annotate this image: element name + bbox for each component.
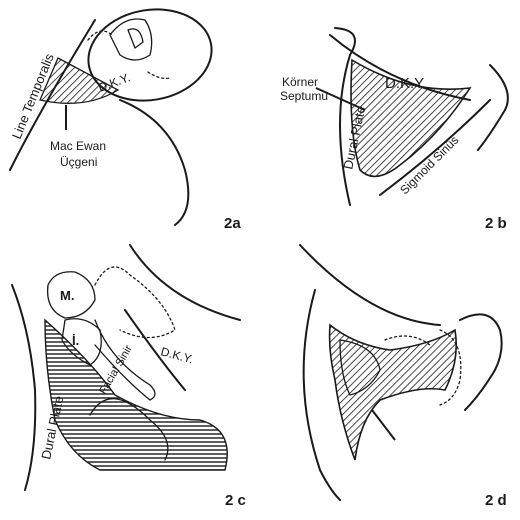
panel-2d-label: 2 d (485, 492, 507, 509)
dky-label-2b: D.K.Y. (385, 75, 426, 92)
ossicle-inner (128, 29, 143, 48)
panel-2c: M. İ. D.K.Y. Facial Sinir Dural Plate 2 … (12, 245, 246, 509)
right-curve-2d (460, 314, 502, 410)
pointer-line-2d (372, 410, 395, 440)
panel-2a: Line Temporalis D.K.Y. Mac Ewan Üçgeni 2… (9, 0, 241, 232)
panel-2b-label: 2 b (485, 215, 507, 232)
upper-curve-2d (300, 245, 440, 325)
dotted-contour-2c (95, 267, 175, 338)
ear-canal-tail (120, 100, 188, 225)
dural-plate-curve-2c (12, 285, 35, 490)
malleus-label: M. (60, 288, 74, 303)
ossicle-outline (110, 19, 152, 60)
panel-2a-label: 2a (224, 215, 241, 232)
incus-label: İ. (72, 333, 79, 348)
outer-curve-2d (304, 290, 340, 500)
korner-label: Körner (282, 75, 318, 89)
dky-curve-2c (130, 245, 240, 320)
panel-2c-label: 2 c (225, 492, 246, 509)
ucgeni-label: Üçgeni (60, 155, 97, 169)
dotted-contour-2a (88, 31, 170, 78)
panel-2d: 2 d (300, 245, 507, 509)
panel-2b: D.K.Y. Körner Septumu Dural Plate Sigmoi… (280, 28, 508, 232)
mac-ewan-label: Mac Ewan (50, 139, 106, 153)
septumu-label: Septumu (280, 89, 328, 103)
